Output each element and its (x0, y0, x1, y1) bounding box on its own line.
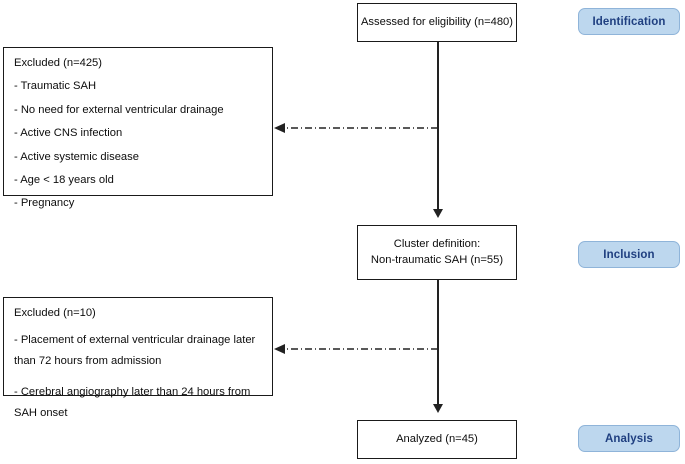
connector-assessed-to-cluster (437, 42, 439, 216)
arrowhead-down-to-cluster (433, 209, 443, 218)
stage-badge-identification: Identification (578, 8, 680, 35)
node-analyzed-label: Analyzed (n=45) (396, 433, 478, 446)
cluster-definition-line-1: Cluster definition: (393, 238, 481, 251)
node-cluster-definition: Cluster definition: Non-traumatic SAH (n… (357, 225, 517, 280)
stage-badge-analysis-label: Analysis (604, 432, 654, 445)
excluded-second-heading: Excluded (n=10) (14, 307, 96, 319)
node-analyzed: Analyzed (n=45) (357, 420, 517, 459)
stage-badge-identification-label: Identification (592, 15, 666, 28)
excluded-second-reason-1: - Cerebral angiography later than 24 hou… (14, 386, 251, 420)
node-assessed-label: Assessed for eligibility (n=480) (360, 16, 514, 29)
arrowhead-down-to-analyzed (433, 404, 443, 413)
excluded-first-reason-1: - No need for external ventricular drain… (14, 103, 224, 116)
excluded-first-heading: Excluded (n=425) (14, 57, 103, 69)
excluded-first-reason-0: - Traumatic SAH (14, 80, 97, 93)
excluded-second-reason-0: - Placement of external ventricular drai… (14, 334, 256, 368)
connector-cluster-to-analyzed (437, 280, 439, 411)
node-assessed-for-eligibility: Assessed for eligibility (n=480) (357, 3, 517, 42)
excluded-first-reason-4: - Age < 18 years old (14, 173, 114, 186)
node-excluded-first: Excluded (n=425) - Traumatic SAH - No ne… (3, 47, 273, 209)
connector-exclusion-second (274, 344, 438, 354)
stage-badge-inclusion-label: Inclusion (603, 248, 655, 261)
excluded-first-reason-3: - Active systemic disease (14, 150, 139, 163)
stage-badge-analysis: Analysis (578, 425, 680, 452)
stage-badge-inclusion: Inclusion (578, 241, 680, 268)
excluded-first-reason-5: - Pregnancy (14, 197, 75, 210)
cluster-definition-line-2: Non-traumatic SAH (n=55) (370, 254, 504, 266)
excluded-first-reason-2: - Active CNS infection (14, 127, 123, 140)
node-excluded-second: Excluded (n=10) - Placement of external … (3, 297, 273, 419)
connector-exclusion-first (274, 123, 438, 133)
